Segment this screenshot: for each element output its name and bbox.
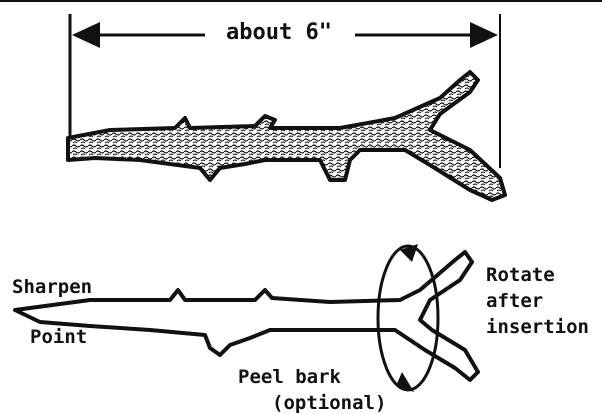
measure-label: about 6" <box>218 20 340 45</box>
rotate-label-line3: insertion <box>486 316 589 338</box>
bark-stick <box>68 72 505 200</box>
rotate-arrow-bottom-icon <box>396 372 414 392</box>
rotate-label-line2: after <box>486 290 543 312</box>
sharpen-label-line2: Point <box>30 326 87 348</box>
peel-label-line1: Peel bark <box>238 366 341 388</box>
sharpen-label-line1: Sharpen <box>12 276 92 298</box>
rotate-label-line1: Rotate <box>486 264 555 286</box>
right-arrowhead-icon <box>470 22 498 48</box>
peel-label-line2: (optional) <box>272 392 386 414</box>
peeled-stick <box>15 252 478 380</box>
left-arrowhead-icon <box>72 22 100 48</box>
